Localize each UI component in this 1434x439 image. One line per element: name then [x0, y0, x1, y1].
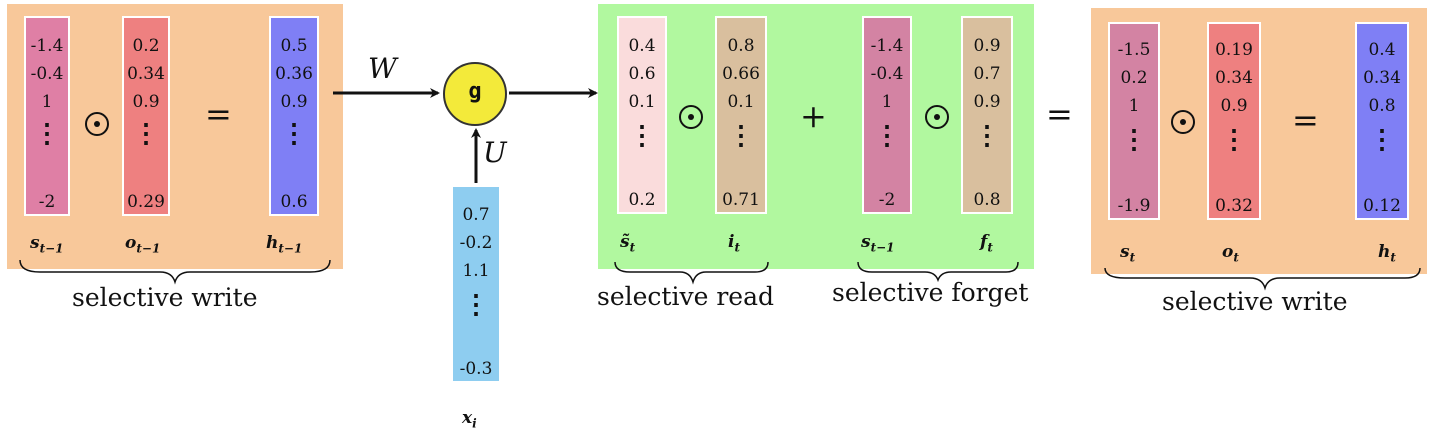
vector-value: 1.1	[462, 261, 490, 281]
vector-value: 0.2	[1120, 68, 1148, 88]
vector-value: 0.9	[1220, 96, 1248, 116]
hadamard-operator-icon	[679, 105, 703, 129]
vector-value: 0.9	[280, 92, 308, 112]
vector-value: 0.9	[973, 92, 1001, 112]
vector-value: 0.1	[727, 92, 755, 112]
vector-value: 0.5	[280, 36, 308, 56]
equals-operator: =	[205, 95, 232, 133]
vector-value: 0.1	[628, 92, 656, 112]
vector-value: 0.71	[722, 190, 760, 210]
vector-value: 0.2	[132, 36, 160, 56]
vector-i: 0.8 0.66 0.1 ⋮ 0.71	[715, 16, 767, 214]
label-f: ft	[980, 232, 993, 255]
label-o-prev: ot−1	[125, 233, 161, 256]
vector-h: 0.4 0.34 0.8 ⋮ 0.12	[1355, 22, 1409, 220]
caption-selective-forget: selective forget	[832, 278, 1029, 307]
label-x-input: xi	[462, 408, 477, 431]
label-i: it	[728, 232, 741, 255]
label-h: ht	[1378, 242, 1396, 265]
vector-value: -1.9	[1117, 196, 1151, 216]
label-o: ot	[1222, 242, 1239, 265]
label-s-tilde: s̃t	[620, 232, 636, 255]
equals-operator: =	[1046, 95, 1073, 133]
vector-value: 0.8	[727, 36, 755, 56]
equals-operator: =	[1292, 101, 1319, 139]
vector-value: -1.5	[1117, 40, 1151, 60]
hadamard-operator-icon	[85, 112, 109, 136]
vector-value: 0.9	[973, 36, 1001, 56]
label-s-prev: st−1	[30, 233, 64, 256]
vector-value: 0.19	[1215, 40, 1253, 60]
vector-value: 0.34	[1215, 68, 1253, 88]
weight-u-label: U	[483, 136, 507, 169]
brace-right	[1104, 267, 1421, 291]
vector-value: 0.29	[127, 192, 165, 212]
brace-forget	[857, 261, 1019, 283]
vector-value: 0.4	[1368, 40, 1396, 60]
label-s: st	[1120, 242, 1136, 265]
vector-value: 0.66	[722, 64, 760, 84]
vector-value: -2	[38, 192, 56, 212]
vector-value: 0.34	[1363, 68, 1401, 88]
caption-selective-write-left: selective write	[72, 283, 258, 312]
vector-value: 0.6	[628, 64, 656, 84]
vector-o: 0.19 0.34 0.9 ⋮ 0.32	[1207, 22, 1261, 220]
plus-operator: +	[800, 97, 827, 135]
label-h-prev: ht−1	[266, 233, 303, 256]
vector-value: 0.36	[275, 64, 313, 84]
brace-read	[614, 261, 769, 285]
vector-value: 0.34	[127, 64, 165, 84]
vector-value: 0.12	[1363, 196, 1401, 216]
label-s-prev-middle: st−1	[861, 232, 895, 255]
vector-value: 0.7	[973, 64, 1001, 84]
vector-value: 0.6	[280, 192, 308, 212]
vector-value: -1.4	[870, 36, 904, 56]
hadamard-operator-icon	[925, 105, 949, 129]
vector-value: 0.2	[628, 190, 656, 210]
vector-s-tilde: 0.4 0.6 0.1 ⋮ 0.2	[617, 16, 667, 214]
vector-value: 0.4	[628, 36, 656, 56]
vector-value: 0.8	[1368, 96, 1396, 116]
vector-value: 0.8	[973, 190, 1001, 210]
vector-value: 1	[41, 92, 53, 112]
weight-w-label: W	[368, 52, 397, 85]
vector-value: -1.4	[30, 36, 64, 56]
vector-s-prev-middle: -1.4 -0.4 1 ⋮ -2	[862, 16, 912, 214]
vector-o-prev: 0.2 0.34 0.9 ⋮ 0.29	[122, 16, 170, 216]
vector-value: -0.3	[459, 359, 493, 379]
caption-selective-read: selective read	[597, 282, 774, 311]
vector-x-input: 0.7 -0.2 1.1 ⋮ -0.3	[451, 185, 501, 383]
vector-h-prev: 0.5 0.36 0.9 ⋮ 0.6	[269, 16, 319, 216]
vector-value: 1	[1128, 96, 1140, 116]
vector-s: -1.5 0.2 1 ⋮ -1.9	[1108, 22, 1160, 220]
vector-value: -0.2	[459, 233, 493, 253]
vector-s-prev: -1.4 -0.4 1 ⋮ -2	[24, 16, 70, 216]
vector-value: 0.32	[1215, 196, 1253, 216]
vector-value: 1	[881, 92, 893, 112]
brace-left	[19, 259, 331, 285]
hadamard-operator-icon	[1171, 110, 1195, 134]
gate-g: g	[443, 62, 507, 126]
vector-value: -0.4	[870, 64, 904, 84]
vector-value: 0.7	[462, 205, 490, 225]
vector-value: -0.4	[30, 64, 64, 84]
vector-value: -2	[878, 190, 896, 210]
caption-selective-write-right: selective write	[1162, 287, 1348, 316]
vector-value: 0.9	[132, 92, 160, 112]
vector-f: 0.9 0.7 0.9 ⋮ 0.8	[961, 16, 1013, 214]
